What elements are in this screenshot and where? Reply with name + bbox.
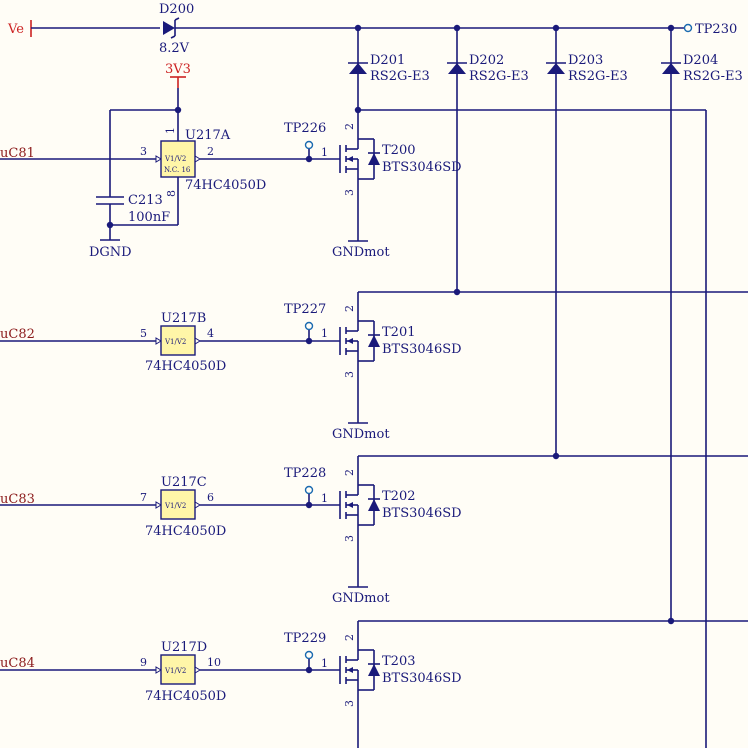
buffer-u217a (160, 140, 196, 178)
buffer-text: V1/V2 (164, 667, 186, 675)
buffer-text: V1/V2 (164, 502, 186, 510)
d202-value: RS2G-E3 (469, 69, 529, 84)
ve-power-port: Ve (7, 20, 160, 37)
buffer-part: 74HC4050D (145, 689, 226, 704)
buffer-ref: U217D (161, 640, 207, 655)
drain-buses (354, 106, 748, 748)
buffer-u217d (160, 654, 196, 685)
u217a-gnd-pin: 8 (165, 190, 178, 197)
buffer-text: V1/V2 (164, 338, 186, 346)
buffer-ref: U217B (161, 311, 206, 326)
net-label: uC84 (0, 656, 35, 671)
3v3-power-port: 3V3 (165, 62, 191, 141)
drain-pin: 2 (343, 634, 356, 641)
mosfets: T200BTS3046SDGNDmot23T201BTS3046SDGNDmot… (332, 110, 462, 748)
tp-label: TP226 (284, 121, 326, 136)
fet-part: BTS3046SD (382, 671, 462, 686)
mosfet-t203: T203BTS3046SDGNDmot23 (339, 621, 462, 748)
tp230-pad (683, 23, 693, 33)
tp-pin: 1 (321, 657, 328, 670)
tp-label: TP228 (284, 466, 326, 481)
gnd-label: GNDmot (332, 427, 390, 442)
source-pin: 3 (343, 700, 356, 707)
d201-ref: D201 (370, 53, 405, 68)
ve-label: Ve (7, 22, 24, 37)
source-pin: 3 (343, 535, 356, 542)
d200-ref: D200 (159, 2, 194, 17)
gnd-label: GNDmot (332, 245, 390, 260)
3v3-label: 3V3 (165, 62, 191, 77)
pin-out: 10 (207, 656, 221, 669)
buffer-part: 74HC4050D (185, 178, 266, 193)
drain-pin: 2 (343, 305, 356, 312)
drain-pin: 2 (343, 123, 356, 130)
buffer-ref: U217C (161, 475, 207, 490)
buffer-u217b (160, 325, 196, 356)
dgnd-symbol: DGND (89, 239, 132, 260)
junction (106, 221, 114, 229)
fet-ref: T203 (382, 654, 415, 669)
fet-part: BTS3046SD (382, 506, 462, 521)
c213-ref: C213 (128, 193, 163, 208)
d200-value: 8.2V (159, 41, 190, 56)
buffer-u217c (160, 489, 196, 520)
stage-4: uC84 9 V1/V2 10 U217D 74HC4050D TP229 1 (0, 631, 340, 704)
clamp-diode-d204: D204 RS2G-E3 (661, 28, 743, 621)
d201-value: RS2G-E3 (370, 69, 430, 84)
pin-out: 4 (207, 327, 214, 340)
d203-ref: D203 (568, 53, 603, 68)
pin-out: 6 (207, 491, 214, 504)
source-pin: 3 (343, 189, 356, 196)
tp230-label: TP230 (695, 22, 737, 37)
fet-part: BTS3046SD (382, 160, 462, 175)
d202-ref: D202 (469, 53, 504, 68)
d203-value: RS2G-E3 (568, 69, 628, 84)
fet-ref: T202 (382, 489, 415, 504)
stage-1: uC81 3 V1/V2 N.C. 16 2 U217A 74HC4050D T… (0, 121, 340, 193)
dgnd-label: DGND (89, 245, 132, 260)
fet-part: BTS3046SD (382, 342, 462, 357)
pin-in: 7 (140, 491, 147, 504)
stage-3: uC83 7 V1/V2 6 U217C 74HC4050D TP228 1 (0, 466, 340, 539)
net-label: uC82 (0, 327, 35, 342)
d204-ref: D204 (683, 53, 718, 68)
pin-in: 3 (140, 145, 147, 158)
junction (174, 106, 182, 114)
stage-2: uC82 5 V1/V2 4 U217B 74HC4050D TP227 1 (0, 302, 340, 374)
fet-ref: T201 (382, 325, 415, 340)
net-label: uC83 (0, 492, 35, 507)
gnd-label: GNDmot (332, 591, 390, 606)
c213-value: 100nF (128, 210, 170, 225)
buffer-nc: N.C. 16 (164, 166, 191, 174)
source-pin: 3 (343, 371, 356, 378)
pin-in: 9 (140, 656, 147, 669)
tp-pin: 1 (321, 327, 328, 340)
buffer-part: 74HC4050D (145, 359, 226, 374)
u217a-vcc-pin: 1 (164, 127, 177, 134)
tp-pin: 1 (321, 492, 328, 505)
buffer-part: 74HC4050D (145, 524, 226, 539)
zener-d200: D200 8.2V (159, 2, 194, 56)
pin-in: 5 (140, 327, 147, 340)
clamp-diode-d202: D202 RS2G-E3 (447, 28, 529, 292)
fet-ref: T200 (382, 143, 415, 158)
buffer-text: V1/V2 (164, 155, 186, 163)
pin-out: 2 (207, 145, 214, 158)
net-label: uC81 (0, 146, 35, 161)
tp-label: TP227 (284, 302, 326, 317)
tp-pin: 1 (321, 146, 328, 159)
clamp-diode-d201: D201 RS2G-E3 (348, 28, 430, 110)
capacitor-c213: C213 100nF (96, 193, 170, 240)
d204-value: RS2G-E3 (683, 69, 743, 84)
buffer-ref: U217A (185, 128, 231, 143)
clamp-diode-d203: D203 RS2G-E3 (546, 28, 628, 456)
drain-pin: 2 (343, 469, 356, 476)
tp-label: TP229 (284, 631, 326, 646)
